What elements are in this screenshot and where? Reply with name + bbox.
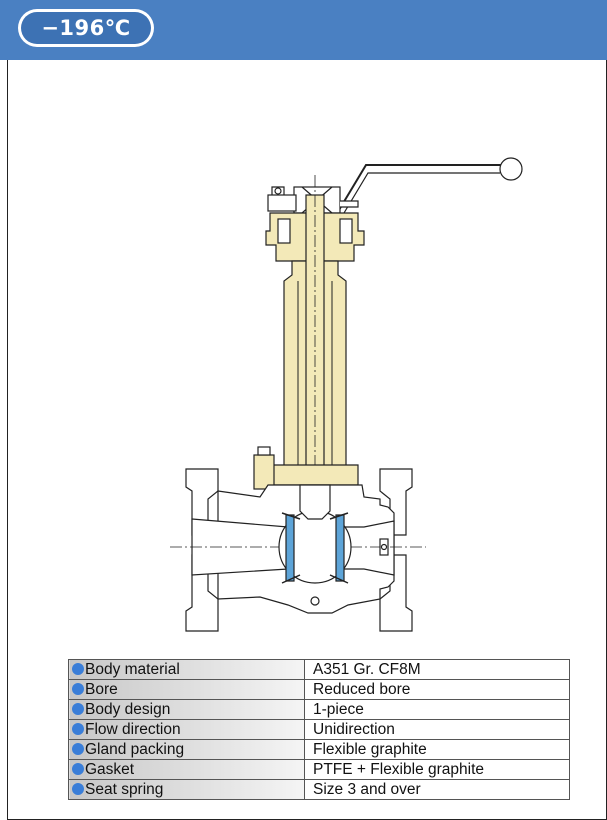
content-panel: Body material A351 Gr. CF8M Bore Reduced… (7, 60, 607, 820)
spec-label-cell: Gasket (68, 759, 305, 780)
spec-label: Flow direction (85, 721, 181, 738)
spec-label-cell: Flow direction (68, 719, 305, 740)
table-row: Gland packing Flexible graphite (68, 739, 570, 760)
handle-knob (499, 157, 523, 181)
bullet-dot-icon (72, 763, 84, 775)
spec-value: PTFE + Flexible graphite (304, 759, 570, 780)
table-row: Body material A351 Gr. CF8M (68, 659, 570, 680)
spec-label: Gland packing (85, 741, 185, 758)
spec-label: Seat spring (85, 781, 164, 798)
spec-label: Gasket (85, 761, 135, 778)
bullet-dot-icon (72, 783, 84, 795)
spec-value: Size 3 and over (304, 779, 570, 800)
table-row: Body design 1-piece (68, 699, 570, 720)
bullet-dot-icon (72, 703, 84, 715)
spec-label-cell: Body material (68, 659, 305, 680)
table-row: Flow direction Unidirection (68, 719, 570, 740)
spec-label: Body material (85, 661, 180, 678)
spec-label-cell: Seat spring (68, 779, 305, 800)
body-right-flange (379, 468, 413, 536)
bonnet-bottom-flange (271, 464, 359, 486)
spec-label-cell: Body design (68, 699, 305, 720)
spec-value: A351 Gr. CF8M (304, 659, 570, 680)
table-row: Bore Reduced bore (68, 679, 570, 700)
spec-value: Reduced bore (304, 679, 570, 700)
specification-table: Body material A351 Gr. CF8M Bore Reduced… (68, 659, 570, 800)
bullet-dot-icon (72, 743, 84, 755)
bullet-dot-icon (72, 683, 84, 695)
right-seat (335, 514, 345, 582)
header-band: −196℃ (0, 0, 607, 60)
bullet-dot-icon (72, 723, 84, 735)
spec-label-cell: Bore (68, 679, 305, 700)
spec-value: Unidirection (304, 719, 570, 740)
temperature-badge: −196℃ (21, 12, 151, 44)
table-row: Seat spring Size 3 and over (68, 779, 570, 800)
bullet-dot-icon (72, 663, 84, 675)
vent-plug (379, 538, 389, 556)
spec-value: Flexible graphite (304, 739, 570, 760)
left-seat (285, 514, 295, 582)
spec-value: 1-piece (304, 699, 570, 720)
valve-cross-section-drawing (170, 157, 523, 632)
spec-label-cell: Gland packing (68, 739, 305, 760)
table-row: Gasket PTFE + Flexible graphite (68, 759, 570, 780)
spec-label: Body design (85, 701, 171, 718)
spec-label: Bore (85, 681, 118, 698)
